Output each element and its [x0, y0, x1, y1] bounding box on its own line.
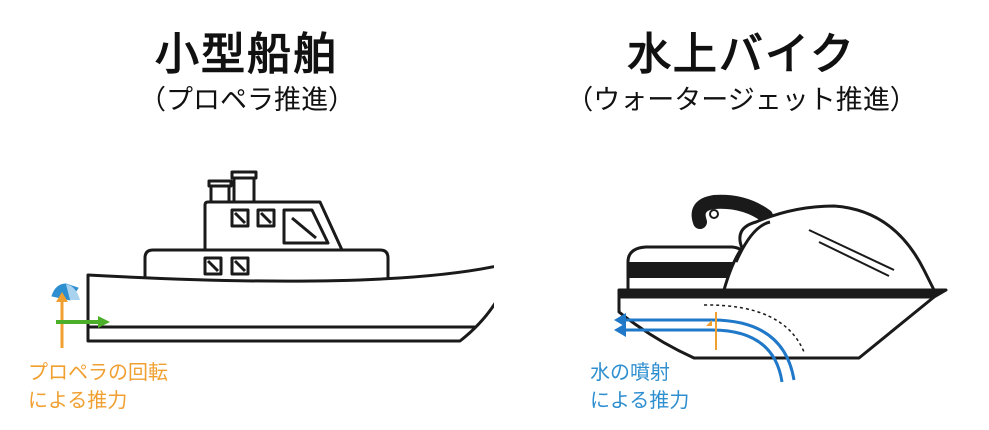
boat-subtitle: （プロペラ推進）: [139, 85, 355, 116]
jetski-cowl: [722, 204, 936, 292]
jetski-title: 水上バイク: [626, 29, 857, 80]
water-jet-caption-line1: 水の噴射: [590, 360, 670, 384]
propeller-icon: [51, 283, 80, 301]
jetski-hull: [617, 295, 936, 360]
boat-illustration: [51, 170, 494, 348]
jetski-subtitle: （ウォータージェット推進）: [566, 85, 917, 116]
boat-stack-right-cap: [230, 170, 258, 180]
boat-icon: [86, 170, 494, 343]
boat-title: 小型船舶: [155, 29, 339, 80]
boat-stack-left-cap: [207, 179, 233, 188]
water-jet-caption-line2: による推力: [590, 388, 690, 412]
jetski-handlebar: [691, 194, 773, 229]
jetski-icon: [617, 194, 948, 360]
jetski-illustration: [614, 194, 948, 383]
propeller-thrust-caption: プロペラの回転 による推力: [28, 358, 168, 414]
boat-hull: [86, 265, 494, 343]
water-jet-thrust-caption: 水の噴射 による推力: [590, 358, 689, 414]
propeller-caption-line1: プロペラの回転: [28, 360, 168, 384]
boat-windows: [203, 208, 330, 276]
jet-thrust-marker-icon: [706, 312, 717, 350]
jetski-panel: 水上バイク （ウォータージェット推進）: [494, 0, 989, 430]
boat-panel: 小型船舶 （プロペラ推進）: [0, 0, 494, 430]
propeller-caption-line2: による推力: [28, 388, 128, 412]
thrust-horizontal-arrow-icon: [56, 316, 110, 328]
